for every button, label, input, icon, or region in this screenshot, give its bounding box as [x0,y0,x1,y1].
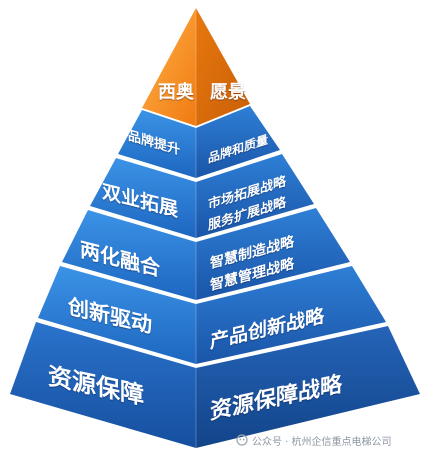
watermark-text: 公众号 · 杭州企信重点电梯公司 [252,436,392,448]
pyramid-tier-2 [90,154,314,238]
apex-left-label: 西奥 [158,82,194,103]
pyramid-tier-3 [62,208,350,300]
pyramid-tier-5 [10,322,420,448]
pyramid-tier-4 [38,266,386,364]
pyramid-apex [142,8,250,126]
pyramid-tier-1 [118,106,280,178]
watermark: 公众号 · 杭州企信重点电梯公司 [236,430,432,450]
apex-right-label: 愿景 [210,82,246,103]
wechat-icon [236,434,248,446]
